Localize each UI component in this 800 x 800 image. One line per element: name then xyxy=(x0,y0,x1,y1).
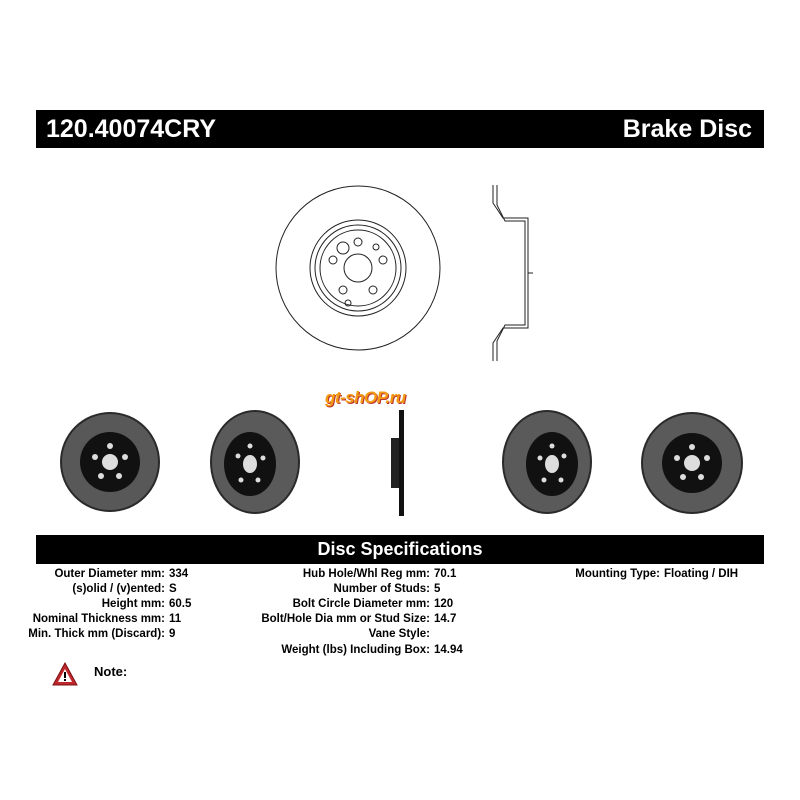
spec-row: Number of Studs: xyxy=(0,583,430,598)
spec-value: 5 xyxy=(434,583,441,595)
spec-label: Outer Diameter mm: xyxy=(54,568,165,580)
warning-icon xyxy=(52,662,78,686)
spec-label: Vane Style: xyxy=(368,628,430,640)
note-label: Note: xyxy=(94,664,128,679)
watermark-logo: gt-shOP.ru xyxy=(325,388,406,407)
product-type: Brake Disc xyxy=(622,115,752,143)
spec-label: Bolt/Hole Dia mm or Stud Size: xyxy=(261,613,430,625)
spec-label: Height mm: xyxy=(101,598,165,610)
spec-row: Outer Diameter mm: xyxy=(0,568,165,583)
spec-row: Height mm: xyxy=(0,598,165,613)
spec-row: Bolt Circle Diameter mm: xyxy=(0,598,430,613)
spec-label: Number of Studs: xyxy=(333,583,430,595)
spec-value: 60.5 xyxy=(169,598,192,610)
spec-row: Weight (lbs) Including Box: xyxy=(0,644,430,659)
spec-label: Hub Hole/Whl Reg mm: xyxy=(302,568,430,580)
spec-value: Floating / DIH xyxy=(664,568,739,580)
spec-row: Min. Thick mm (Discard): xyxy=(0,628,165,643)
spec-label: Mounting Type: xyxy=(575,568,660,580)
spec-value: S xyxy=(169,583,177,595)
spec-row: Nominal Thickness mm: xyxy=(0,613,165,628)
spec-label: Nominal Thickness mm: xyxy=(32,613,165,625)
spec-value: 11 xyxy=(169,613,182,625)
disc-front-drawing xyxy=(275,185,441,351)
spec-value: 334 xyxy=(169,568,189,580)
header-bar: 120.40074CRY Brake Disc xyxy=(36,110,764,148)
spec-label: Weight (lbs) Including Box: xyxy=(281,644,430,656)
spec-value: 14.7 xyxy=(434,613,457,625)
spec-value: 70.1 xyxy=(434,568,457,580)
disc-photo-angle-left xyxy=(210,410,300,514)
disc-photo-front xyxy=(60,412,160,512)
spec-row: Mounting Type: xyxy=(0,568,660,583)
spec-label: (s)olid / (v)ented: xyxy=(72,583,165,595)
spec-value: 120 xyxy=(434,598,454,610)
spec-value: 9 xyxy=(169,628,176,640)
spec-row: Bolt/Hole Dia mm or Stud Size: xyxy=(0,613,430,628)
spec-label: Min. Thick mm (Discard): xyxy=(28,628,165,640)
disc-photo-back xyxy=(641,412,743,514)
spec-row: Hub Hole/Whl Reg mm: xyxy=(0,568,430,583)
spec-title-bar: Disc Specifications xyxy=(36,535,764,564)
disc-photo-side xyxy=(391,410,404,516)
spec-label: Bolt Circle Diameter mm: xyxy=(292,598,430,610)
disc-profile-drawing xyxy=(492,185,533,361)
spec-row: Vane Style: xyxy=(0,628,430,643)
part-number: 120.40074CRY xyxy=(46,115,217,143)
spec-value: 14.94 xyxy=(434,644,463,656)
disc-photo-angle-right xyxy=(502,410,592,514)
spec-row: (s)olid / (v)ented: xyxy=(0,583,165,598)
